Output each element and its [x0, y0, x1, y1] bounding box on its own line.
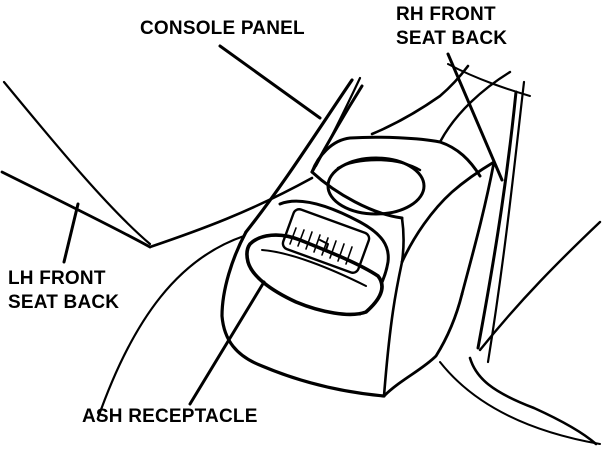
console-inner-lip — [314, 76, 362, 168]
lh-seat-front-curve — [96, 234, 246, 420]
leader-ash-receptacle — [188, 280, 266, 406]
cup-holder — [326, 156, 426, 216]
console-left-side — [220, 230, 386, 398]
label-lh-front-seat-back-line1: LH FRONT — [8, 268, 106, 289]
console-top-left-tray — [310, 135, 482, 178]
console-front-top — [310, 170, 404, 220]
ash-receptacle-notch — [319, 239, 329, 251]
console-right-face — [460, 160, 496, 296]
ash-receptacle-lid — [245, 233, 384, 317]
ash-receptacle-grip — [281, 208, 371, 274]
lh-seat-lower-edge — [0, 170, 152, 249]
rh-seat-bottom-right — [439, 361, 601, 445]
leader-lines — [62, 44, 504, 406]
console-left-top-edge — [244, 78, 354, 234]
rh-seat-front-edge — [476, 90, 518, 350]
label-console-panel: CONSOLE PANEL — [140, 18, 305, 39]
rh-seat-back-edge — [486, 80, 526, 364]
ash-receptacle-lid-inner — [261, 249, 367, 287]
lh-front-seat-back — [0, 80, 314, 420]
rh-seat-inner-line — [438, 70, 512, 144]
lh-seat-upper-curve — [2, 80, 152, 246]
ash-receptacle-grip-ridges — [289, 227, 353, 265]
console-lower-front — [382, 260, 404, 398]
leader-console-panel — [218, 44, 322, 120]
leader-rh-front-seat-back — [446, 52, 504, 182]
rh-front-seat-back — [438, 63, 602, 446]
console-panel — [220, 64, 496, 398]
ash-receptacle — [245, 199, 390, 317]
lh-seat-tip — [148, 176, 314, 249]
console-bottom-right — [382, 292, 464, 398]
label-ash-receptacle: ASH RECEPTACLE — [82, 406, 258, 427]
cup-holder-rim — [336, 158, 422, 172]
label-rh-front-seat-back-line1: RH FRONT — [396, 4, 496, 25]
leader-lh-front-seat-back — [62, 202, 80, 264]
console-right-front — [400, 160, 496, 264]
rh-seat-bottom-curve — [468, 356, 598, 446]
console-front-shade — [400, 216, 405, 264]
rh-seat-right-curve — [478, 220, 602, 352]
label-rh-front-seat-back-line2: SEAT BACK — [396, 28, 508, 49]
console-top-right-edge — [370, 64, 470, 136]
label-lh-front-seat-back-line2: SEAT BACK — [8, 292, 120, 313]
